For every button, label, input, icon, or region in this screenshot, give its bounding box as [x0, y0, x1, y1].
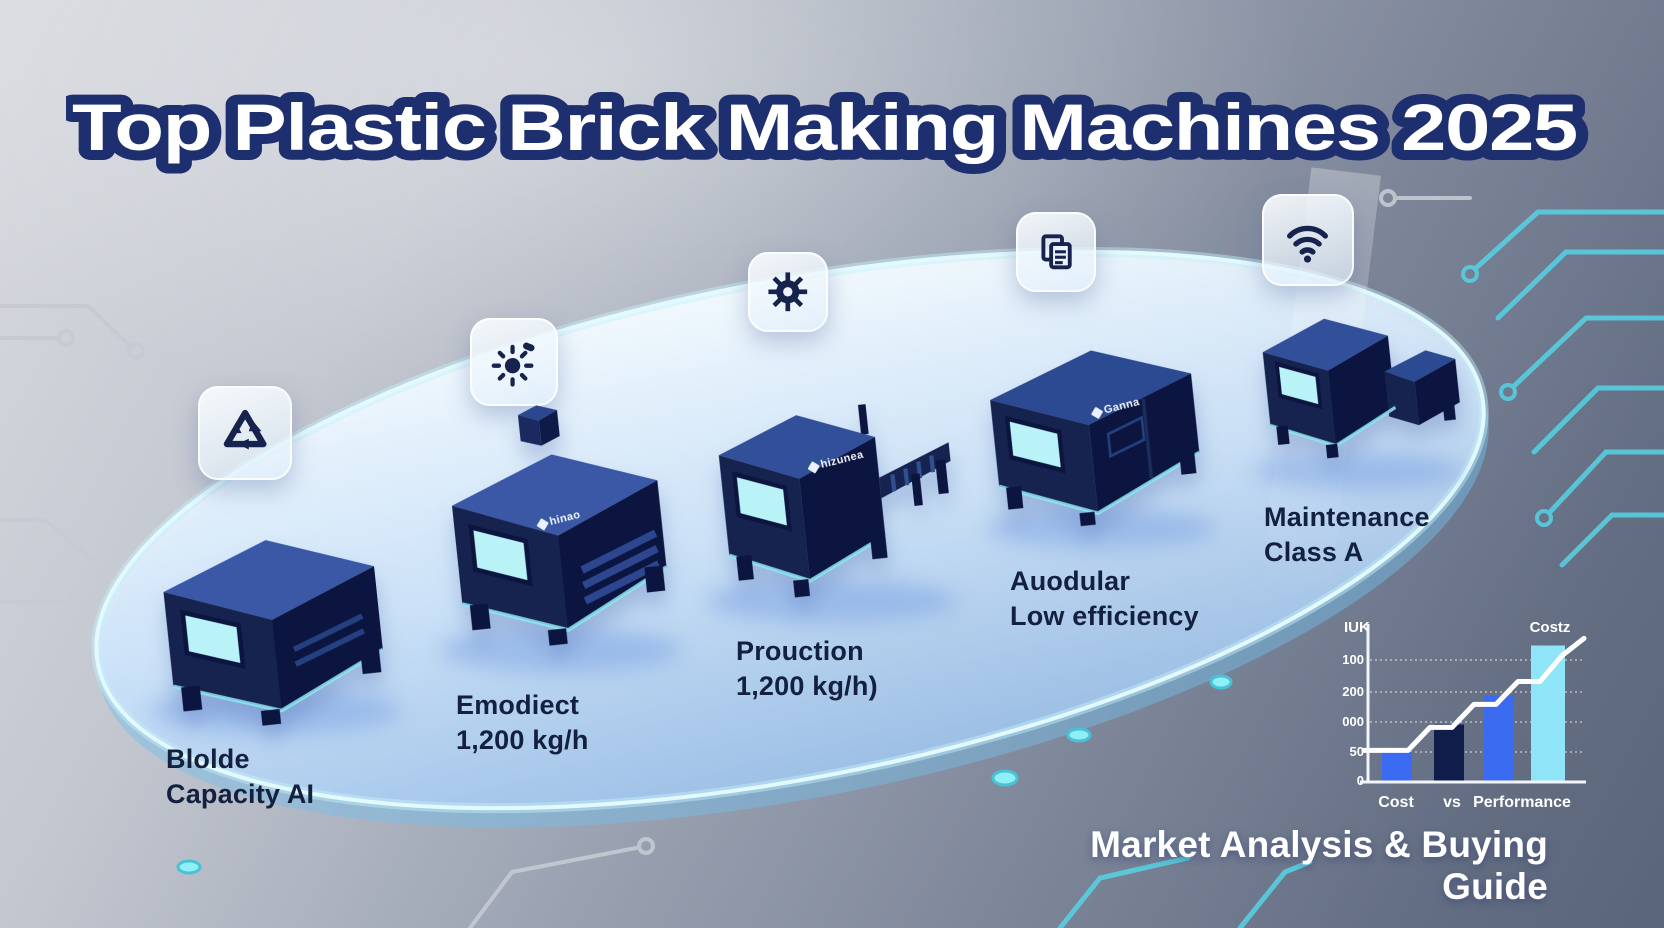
diamond-logo-icon: [807, 460, 820, 474]
machine-shadow: [986, 508, 1216, 548]
machine-illustration-1: [139, 500, 404, 738]
feature-chip-wifi: [1262, 194, 1354, 286]
svg-text:vs: vs: [1443, 794, 1461, 811]
machine-illustration-3: hizunea: [689, 371, 973, 621]
machine-label-2: Emodiect 1,200 kg/h: [456, 688, 589, 758]
machine-shadow: [1254, 452, 1464, 490]
copy-icon: [1041, 234, 1072, 270]
machine-label-line2: 1,200 kg/h: [456, 725, 589, 755]
gear-icon: [768, 272, 808, 312]
chart-top-left-label: IUK: [1344, 619, 1370, 636]
diamond-logo-icon: [1090, 406, 1104, 419]
title-text: Top Plastic Brick Making Machines 2025: [72, 90, 1577, 164]
feature-chip-recycle: [198, 386, 292, 480]
machine-label-3: Prouction 1,200 kg/h): [736, 634, 878, 704]
chart-top-right-label: Costz: [1530, 619, 1571, 636]
machine-screen: [179, 609, 246, 670]
tagline: Market Analysis & Buying Guide: [1090, 824, 1548, 907]
chart-bar: [1484, 695, 1514, 782]
svg-text:Cost: Cost: [1378, 794, 1414, 811]
machine-screen: [1004, 415, 1066, 474]
feature-chip-gear: [748, 252, 828, 332]
sun-icon: [491, 342, 535, 387]
chart-bar: [1382, 751, 1412, 782]
machine-label-line1: Auodular: [1010, 566, 1131, 596]
machine-screen: [1274, 361, 1323, 410]
feature-chip-sun: [470, 318, 558, 406]
chart-x-labels: Cost vs Performance: [1378, 794, 1571, 811]
machine-label-line1: Maintenance: [1264, 502, 1430, 532]
chart-bar: [1531, 645, 1565, 782]
chart-y-ticks: 100 200 000 50 0: [1342, 652, 1364, 788]
diamond-logo-icon: [536, 517, 549, 531]
cyan-dots: [176, 674, 1233, 875]
svg-text:Performance: Performance: [1473, 794, 1571, 811]
recycle-icon: [223, 409, 267, 450]
machine-label-line2: Class A: [1264, 537, 1364, 567]
machine-label-line1: Blolde: [166, 744, 250, 774]
machine-screen: [731, 471, 792, 532]
wifi-icon: [1287, 226, 1329, 264]
machine-label-line2: 1,200 kg/h): [736, 671, 878, 701]
svg-text:50: 50: [1350, 744, 1364, 759]
chart-bar: [1434, 724, 1464, 782]
machine-label-line2: Capacity AI: [166, 779, 315, 809]
machine-illustration-2: hinao: [425, 386, 688, 661]
machine-screen: [468, 524, 533, 587]
trend-line: [1361, 635, 1587, 753]
svg-text:000: 000: [1342, 714, 1364, 729]
machine-label-line1: Prouction: [736, 636, 864, 666]
feature-chip-documents: [1016, 212, 1096, 292]
page-title: Top Plastic Brick Making Machines 2025: [66, 58, 1626, 188]
machine-label-4: Auodular Low efficiency: [1010, 564, 1199, 634]
svg-text:100: 100: [1342, 652, 1364, 667]
machine-label-line1: Emodiect: [456, 690, 580, 720]
machine-label-1: Blolde Capacity AI: [166, 742, 314, 812]
svg-text:200: 200: [1342, 684, 1364, 699]
machine-shadow: [706, 580, 956, 622]
circuit-traces-left: [0, 189, 1472, 928]
cost-performance-chart: IUK Costz 100 200 000 50 0: [1334, 612, 1596, 824]
machine-illustration-5: [1243, 284, 1468, 481]
machine-label-line2: Low efficiency: [1010, 601, 1199, 631]
circuit-traces-right: [1057, 209, 1664, 928]
machine-label-5: Maintenance Class A: [1264, 500, 1430, 570]
machine-illustration-4: Ganna: [972, 321, 1217, 538]
